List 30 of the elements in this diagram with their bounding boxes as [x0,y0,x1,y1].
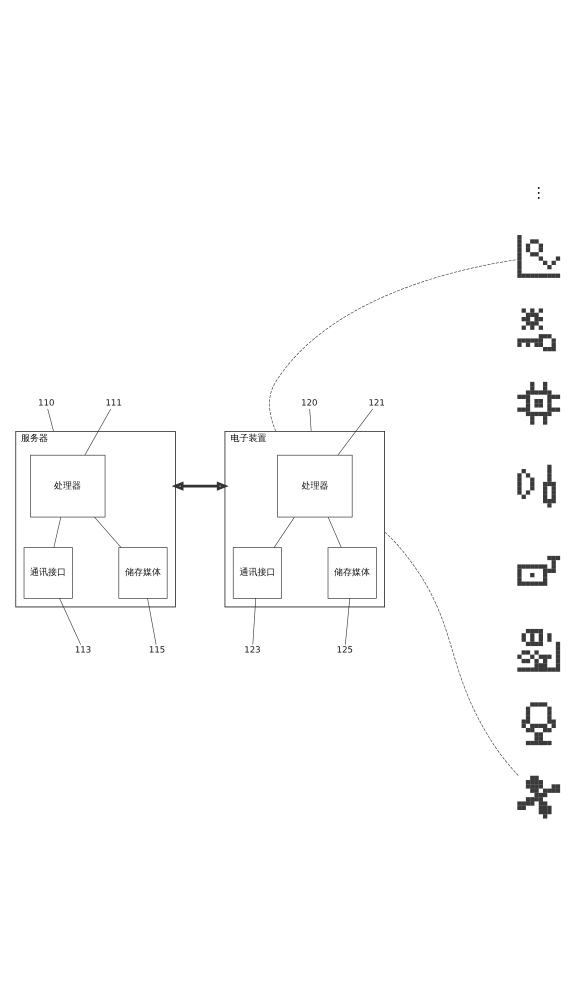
connector [54,516,62,548]
node-text: 110 [38,398,55,408]
node-text: 115 [148,645,166,656]
connector [94,516,122,548]
node-box: 通讯接口 [24,546,73,598]
node-text: 113 [74,645,92,656]
connector [384,531,519,776]
connector [252,598,256,644]
connector [59,598,81,644]
node-box: 处理器 [277,454,352,517]
arrow [172,480,229,490]
node-box: 储存媒体 [328,546,377,598]
node-text: 111 [105,398,122,408]
node-text: 125 [336,645,353,656]
node-box: 处理器 [30,454,106,517]
node-text: 120 [301,398,318,408]
connector [269,258,518,432]
label: ⋮ [531,184,546,201]
connector [147,598,156,644]
connector [47,408,54,432]
node-text: 123 [244,645,261,656]
connector [338,408,374,455]
node-text: 121 [368,398,385,408]
node-box: 通讯接口 [232,546,282,598]
connector [345,598,350,644]
connector [274,516,295,548]
node-box: 储存媒体 [118,546,168,598]
connector [328,516,342,548]
connector [84,408,112,455]
connector [309,408,312,432]
